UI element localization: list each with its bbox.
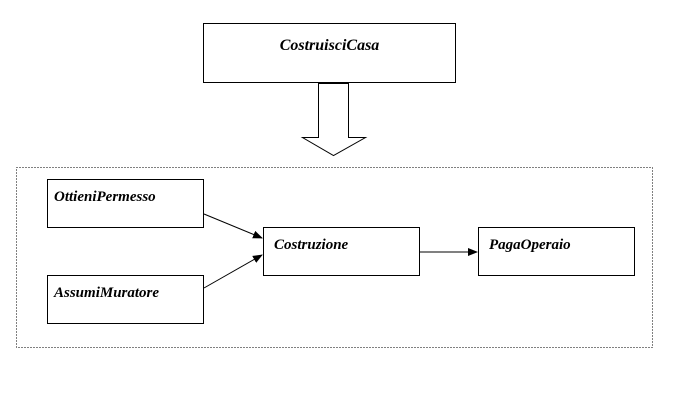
task-label-costruiscicasa: CostruisciCasa — [279, 37, 380, 54]
task-box-costruzione: Costruzione — [263, 227, 420, 276]
task-label-pagaoperaio: PagaOperaio — [489, 237, 571, 253]
task-label-ottienipermesso: OttieniPermesso — [54, 189, 156, 205]
task-box-costruiscicasa: CostruisciCasa — [203, 23, 456, 83]
task-box-ottienipermesso: OttieniPermesso — [47, 179, 204, 228]
edge-ottienipermesso-costruzione — [203, 213, 263, 239]
task-label-assumimuratore: AssumiMuratore — [54, 285, 160, 301]
task-label-costruzione: Costruzione — [274, 237, 349, 253]
task-box-pagaoperaio: PagaOperaio — [478, 227, 635, 276]
subtask-group-frame — [16, 167, 653, 348]
edge-assumimuratore-costruzione — [203, 254, 263, 289]
task-box-assumimuratore: AssumiMuratore — [47, 275, 204, 324]
decomposition-arrow — [300, 83, 368, 157]
